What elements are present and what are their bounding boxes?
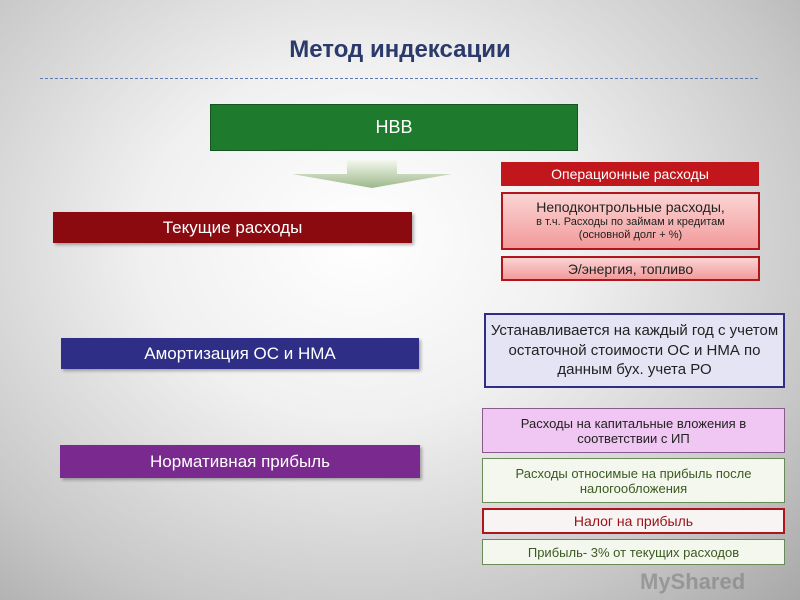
normative-profit-box: Нормативная прибыль bbox=[60, 445, 420, 478]
noncontrolled-sub2: (основной долг + %) bbox=[578, 229, 683, 242]
down-arrow-icon bbox=[292, 160, 452, 188]
capital-investment-box: Расходы на капитальные вложения в соотве… bbox=[482, 408, 785, 453]
nvv-box: НВВ bbox=[210, 104, 578, 151]
watermark: MyShared bbox=[640, 569, 746, 594]
operational-expenses-box: Операционные расходы bbox=[501, 162, 759, 186]
amortization-description-box: Устанавливается на каждый год с учетом о… bbox=[484, 313, 785, 388]
amortization-box: Амортизация ОС и НМА bbox=[61, 338, 419, 369]
profit-tax-box: Налог на прибыль bbox=[482, 508, 785, 534]
noncontrolled-title: Неподконтрольные расходы, bbox=[536, 199, 725, 216]
slide-title: Метод индексации bbox=[289, 36, 511, 63]
current-expenses-box: Текущие расходы bbox=[53, 212, 412, 243]
after-tax-expenses-box: Расходы относимые на прибыль после налог… bbox=[482, 458, 785, 503]
title-divider bbox=[40, 78, 758, 79]
energy-box: Э/энергия, топливо bbox=[501, 256, 760, 281]
noncontrolled-sub1: в т.ч. Расходы по займам и кредитам bbox=[536, 216, 725, 229]
noncontrolled-expenses-box: Неподконтрольные расходы, в т.ч. Расходы… bbox=[501, 192, 760, 250]
profit-3-percent-box: Прибыль- 3% от текущих расходов bbox=[482, 539, 785, 565]
